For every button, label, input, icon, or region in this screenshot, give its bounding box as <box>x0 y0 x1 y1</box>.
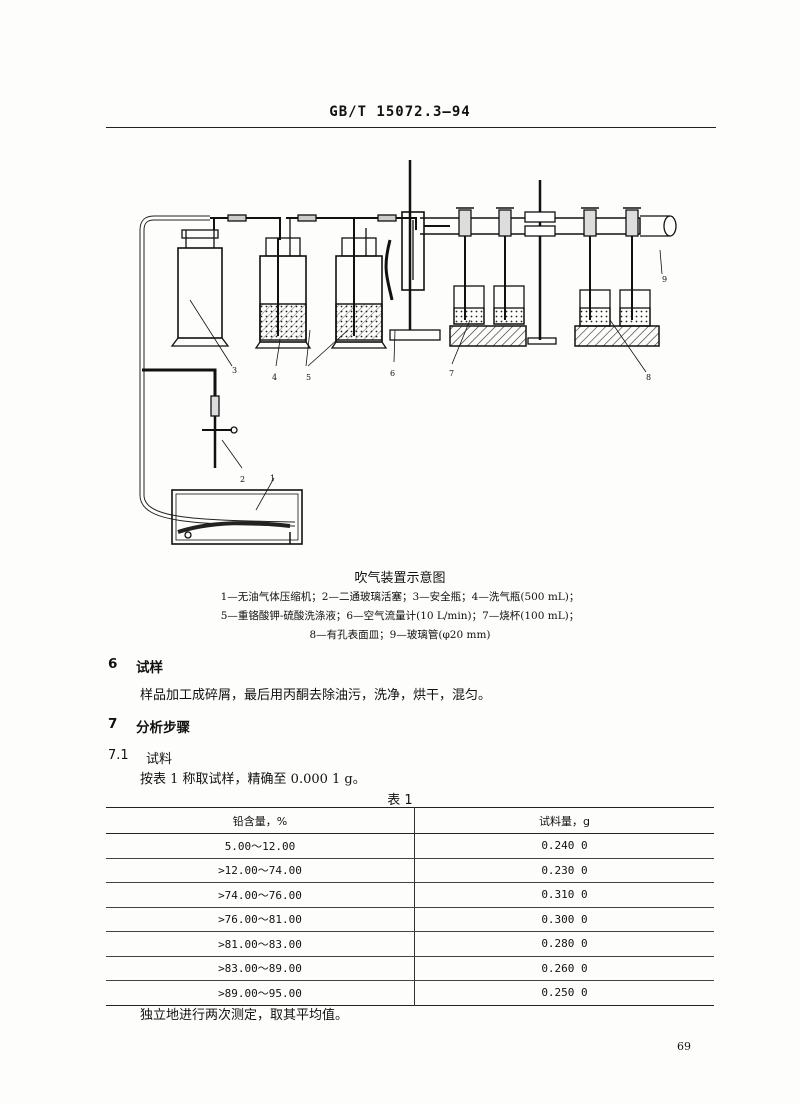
label-1: 1 <box>270 474 275 483</box>
table-caption: 表 1 <box>387 793 413 808</box>
section-number: 7 <box>108 716 118 732</box>
header-rule <box>106 127 716 128</box>
table-cell: >74.00～76.00 <box>106 882 415 907</box>
paragraph: 独立地进行两次测定，取其平均值。 <box>140 1008 349 1023</box>
subsection-number: 7.1 <box>108 748 129 763</box>
table-header-row: 铅含量，% 试料量，g <box>106 807 714 834</box>
table-row: >76.00～81.00 0.300 0 <box>106 907 714 932</box>
table-cell: >81.00～83.00 <box>106 931 415 956</box>
table-row: >83.00～89.00 0.260 0 <box>106 956 714 981</box>
column-header: 试料量，g <box>539 814 590 828</box>
table-row: >89.00～95.00 0.250 0 <box>106 980 714 1005</box>
figure-legend-line: 1—无油气体压缩机；2—二通玻璃活塞；3—安全瓶；4—洗气瓶(500 mL)； <box>220 591 580 603</box>
subsection-title: 试料 <box>146 752 173 767</box>
section-body: 样品加工成碎屑，最后用丙酮去除油污，洗净，烘干，混匀。 <box>140 688 492 703</box>
diagram-labels: 1 2 3 4 5 6 7 8 9 <box>232 275 667 484</box>
label-6: 6 <box>390 369 395 378</box>
table-cell: >76.00～81.00 <box>106 907 415 932</box>
table-row: >81.00～83.00 0.280 0 <box>106 931 714 956</box>
table-cell: >12.00～74.00 <box>106 858 415 883</box>
table-row: >74.00～76.00 0.310 0 <box>106 882 714 907</box>
column-header: 铅含量，% <box>106 807 415 834</box>
label-7: 7 <box>449 369 454 378</box>
table-cell: 0.260 0 <box>541 961 588 975</box>
table-cell: 0.250 0 <box>541 986 588 1000</box>
table-row: 5.00～12.00 0.240 0 <box>106 833 714 858</box>
subsection-body: 按表 1 称取试样，精确至 0.000 1 g。 <box>140 772 366 787</box>
table-row: >12.00～74.00 0.230 0 <box>106 858 714 883</box>
label-2: 2 <box>240 475 245 484</box>
page-number: 69 <box>677 1040 691 1053</box>
section-title: 试样 <box>136 660 163 676</box>
table-cell: >83.00～89.00 <box>106 956 415 981</box>
standard-code: GB/T 15072.3—94 <box>329 104 471 120</box>
figure-legend-line: 5—重铬酸钾-硫酸洗涤液；6—空气流量计(10 L/min)；7—烧杯(100 … <box>220 610 580 622</box>
label-4: 4 <box>272 373 277 382</box>
figure-legend-line: 8—有孔表面皿；9—玻璃管(φ20 mm) <box>309 629 491 641</box>
table-cell: 0.230 0 <box>541 863 588 877</box>
sample-mass-table: 铅含量，% 试料量，g 5.00～12.00 0.240 0 >12.00～74… <box>106 807 714 1006</box>
label-3: 3 <box>232 366 237 375</box>
table-cell: 5.00～12.00 <box>106 833 415 858</box>
section-number: 6 <box>108 656 118 672</box>
label-5: 5 <box>306 373 311 382</box>
section-title: 分析步骤 <box>136 720 190 736</box>
figure-title: 吹气装置示意图 <box>354 571 446 586</box>
apparatus-diagram: 1 2 3 4 5 6 7 8 9 <box>139 160 677 545</box>
table-cell: 0.300 0 <box>541 912 588 926</box>
label-9: 9 <box>662 275 667 284</box>
table-cell: 0.310 0 <box>541 888 588 902</box>
label-8: 8 <box>646 373 651 382</box>
table-cell: 0.280 0 <box>541 937 588 951</box>
table-cell: >89.00～95.00 <box>106 980 415 1005</box>
table-cell: 0.240 0 <box>541 839 588 853</box>
